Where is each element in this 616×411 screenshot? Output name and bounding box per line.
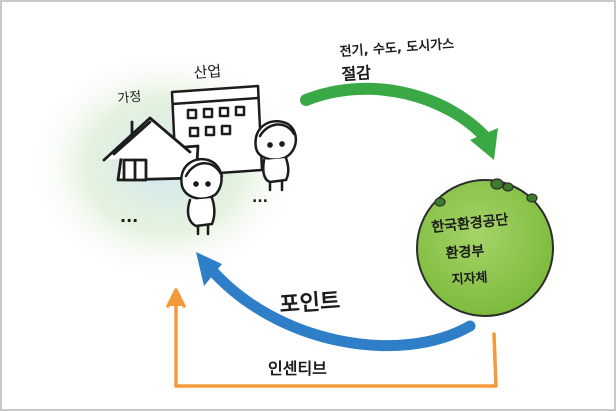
org-label-local-gov: 지자체	[451, 271, 488, 288]
savings-label-line1: 전기, 수도, 도시가스	[339, 36, 454, 60]
person-icon	[254, 120, 297, 192]
person-icon	[180, 157, 224, 236]
household-label: 가정	[117, 90, 142, 107]
incentive-label: 인센티브	[268, 359, 327, 378]
house-icon	[102, 116, 200, 182]
points-arrow	[196, 252, 476, 352]
industry-label: 산업	[193, 62, 222, 82]
organization-globe	[416, 178, 554, 317]
ellipsis-mark: ...	[120, 207, 138, 226]
ellipsis-mark: ...	[252, 190, 268, 206]
sprout-icon	[434, 178, 538, 207]
savings-arrow	[300, 82, 498, 160]
org-label-ministry: 환경부	[445, 242, 485, 262]
savings-label-line2: 절감	[341, 63, 372, 84]
incentive-arrow	[166, 288, 498, 388]
points-label: 포인트	[279, 289, 341, 318]
